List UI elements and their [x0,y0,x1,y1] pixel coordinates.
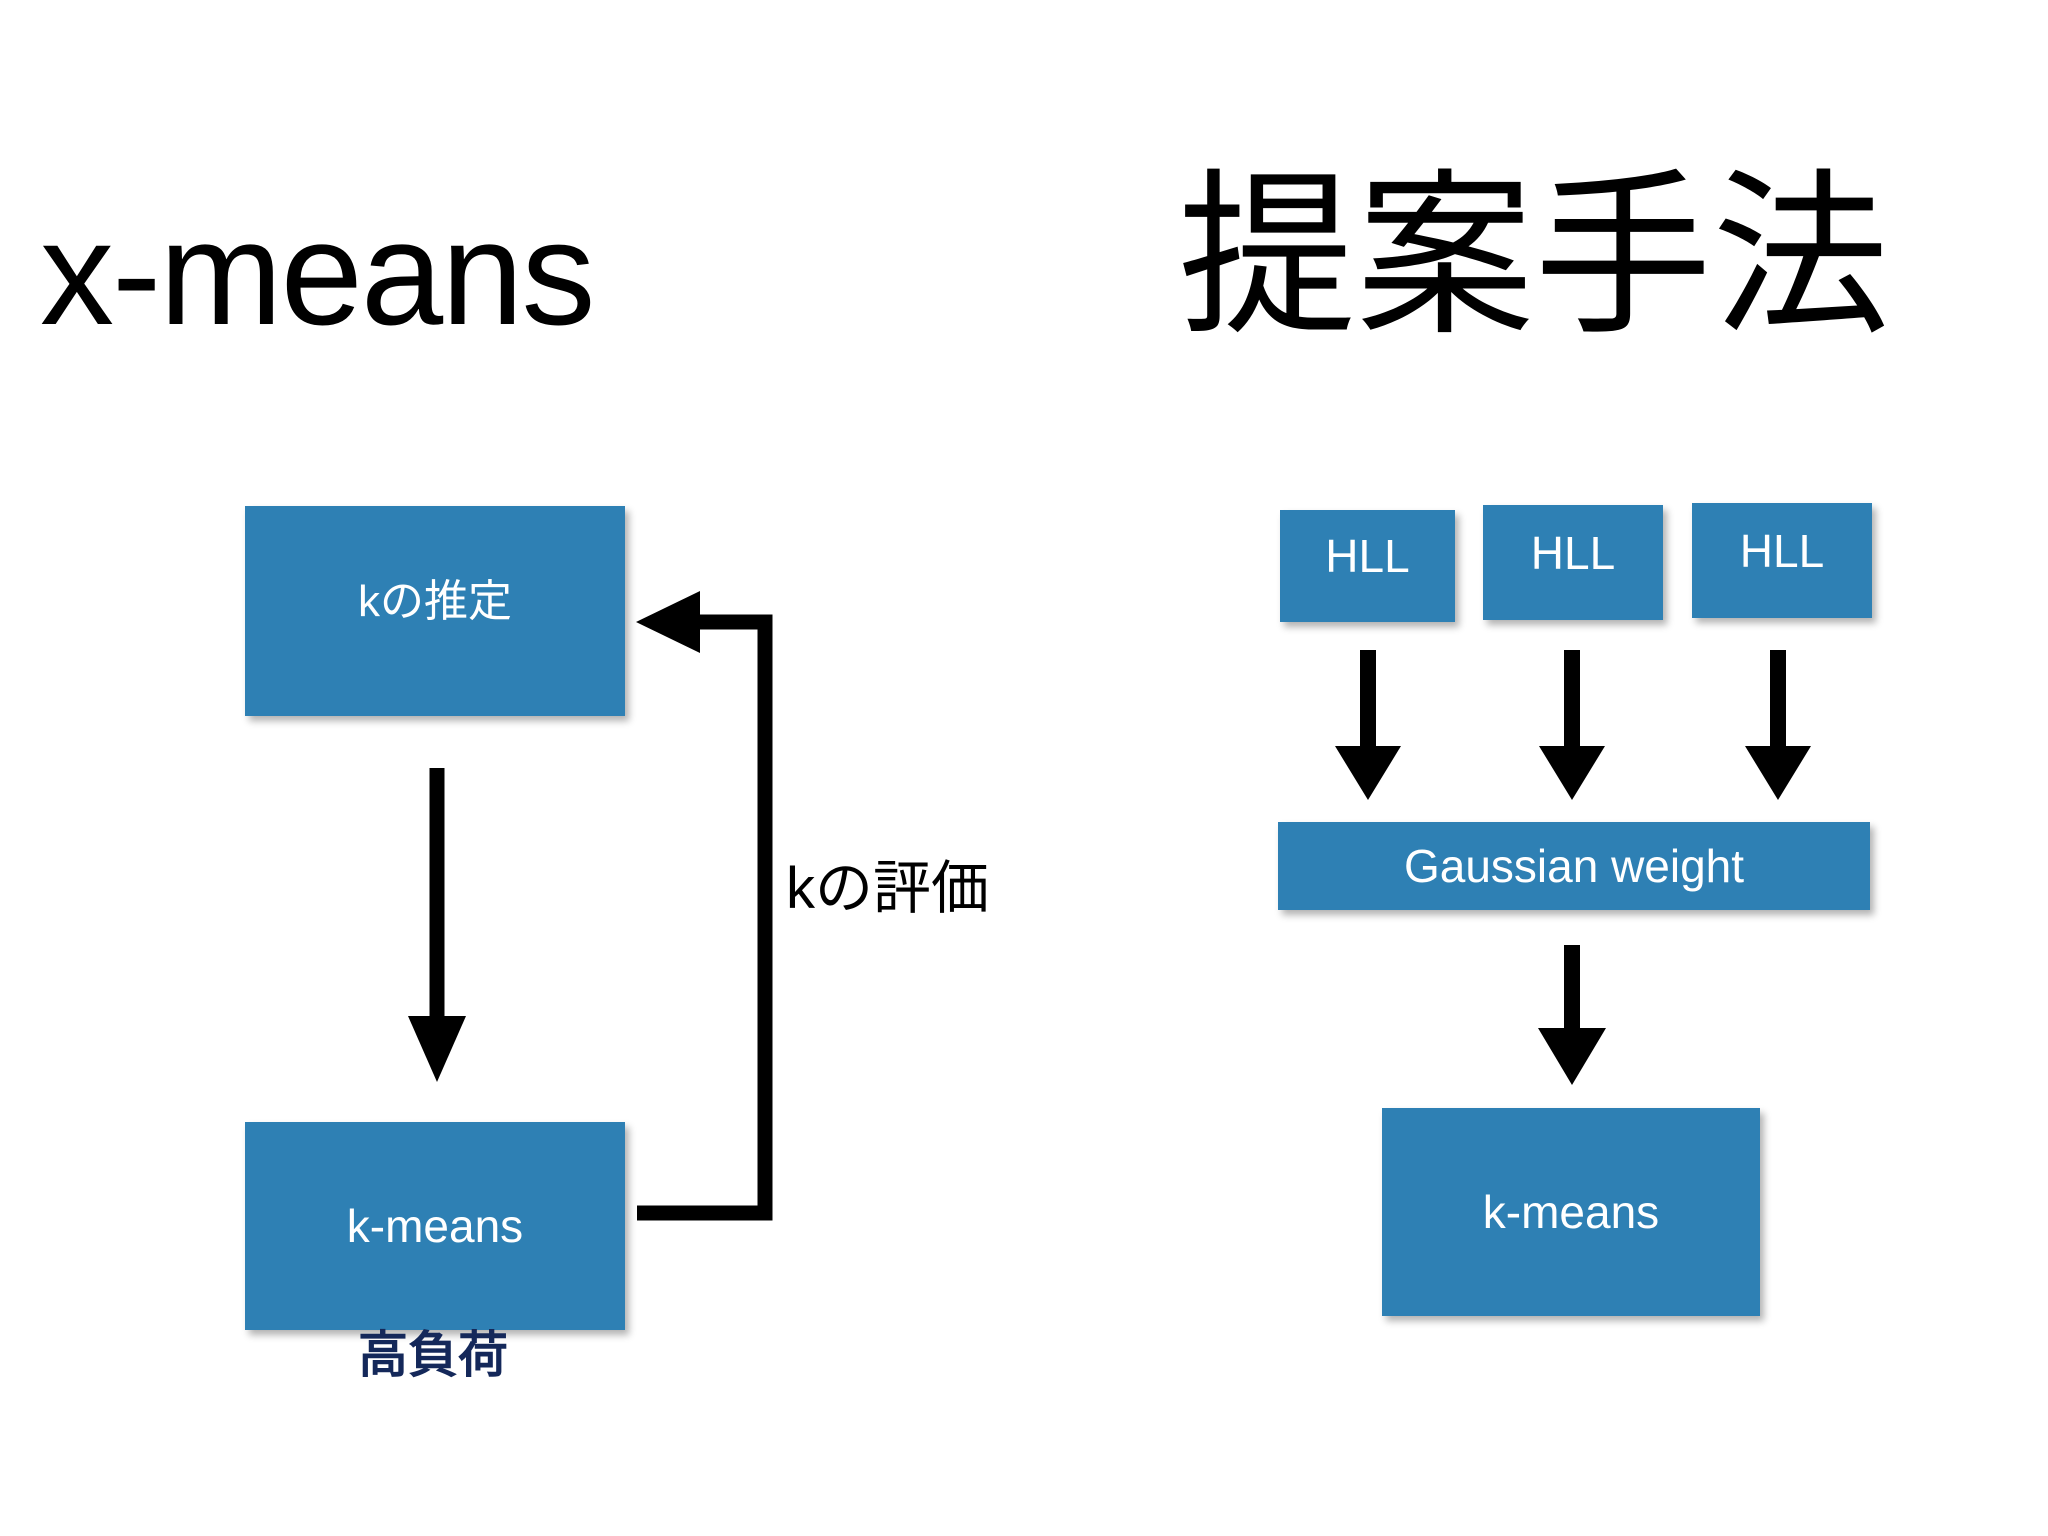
box-hll-2-label: HLL [1530,526,1616,579]
arrow-hll-2-to-gaussian [1539,650,1605,800]
edge-label-k-evaluation: kの評価 [786,856,990,921]
box-kmeans-right-label: k-means [1482,1186,1660,1238]
box-kmeans-left[interactable]: k-means [245,1122,625,1330]
box-gaussian-weight[interactable]: Gaussian weight [1278,822,1870,910]
box-hll-2[interactable]: HLL [1483,505,1663,620]
box-hll-3-label: HLL [1739,524,1825,577]
box-kmeans-left-label: k-means [346,1200,524,1252]
arrow-kmeans-feedback-to-k-estimate [636,591,773,1221]
arrow-hll-1-to-gaussian [1335,650,1401,800]
box-kmeans-right[interactable]: k-means [1382,1108,1760,1316]
box-hll-3[interactable]: HLL [1692,503,1872,618]
page-title-right: 提案手法 [1178,157,1890,356]
box-hll-1[interactable]: HLL [1280,510,1455,622]
box-hll-1-label: HLL [1325,530,1410,582]
box-gaussian-weight-label: Gaussian weight [1403,840,1745,892]
arrow-gaussian-to-kmeans [1538,945,1606,1085]
box-k-estimate-label: kの推定 [358,577,512,626]
box-k-estimate[interactable]: kの推定 [245,506,625,716]
caption-high-load: 高負荷 [358,1327,508,1383]
page-title-left: x-means [40,191,596,356]
arrow-k-estimate-to-kmeans [408,768,466,1082]
arrow-hll-3-to-gaussian [1745,650,1811,800]
